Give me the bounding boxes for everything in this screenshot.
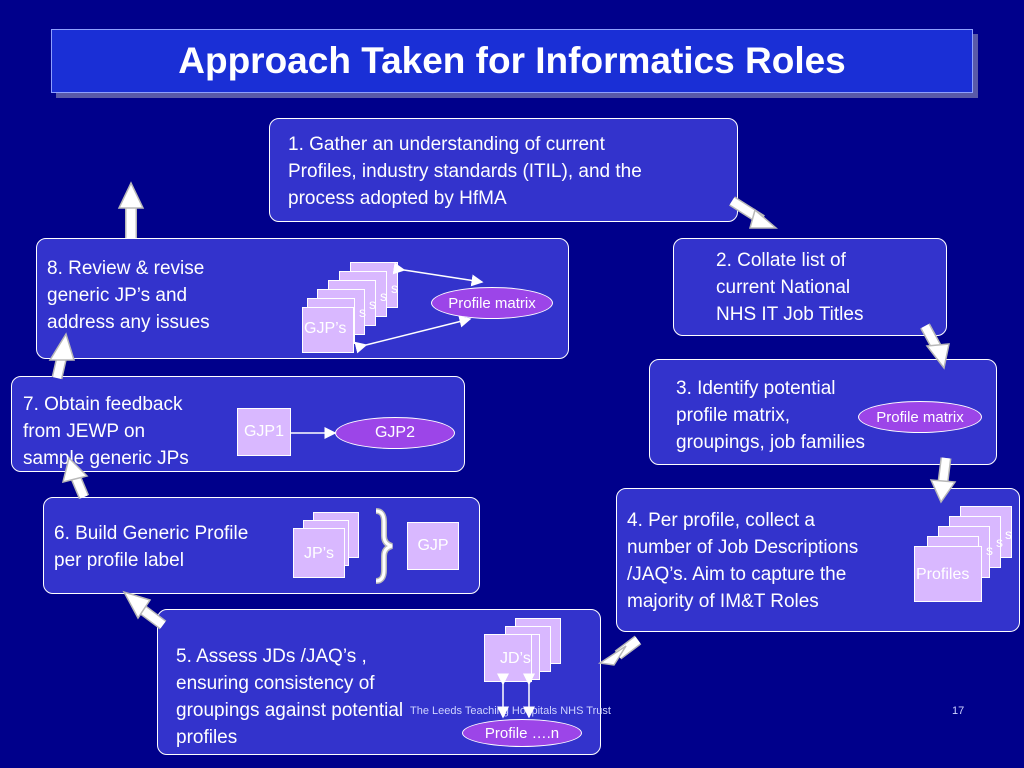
flow-arrow-1-to-2 bbox=[729, 196, 779, 229]
gjp1-box: GJP1 bbox=[237, 408, 291, 456]
jp-doc-front bbox=[293, 528, 345, 578]
gjp-doc-front bbox=[302, 307, 354, 353]
profile-n-pill: Profile ….n bbox=[462, 719, 582, 747]
profiles-label: Profiles bbox=[916, 566, 970, 583]
step-4-box: 4. Per profile, collect a number of Job … bbox=[616, 488, 1020, 632]
flow-arrow-5-to-6 bbox=[122, 590, 167, 630]
s-mark: s bbox=[369, 296, 376, 312]
page-title: Approach Taken for Informatics Roles bbox=[51, 29, 973, 93]
footer-page-number: 17 bbox=[952, 705, 965, 717]
gjp-box: GJP bbox=[407, 522, 459, 570]
profile-doc-front bbox=[914, 546, 982, 602]
connector-gjps-to-matrix-bottom bbox=[354, 315, 472, 354]
step-7-text: 7. Obtain feedback from JEWP on sample g… bbox=[23, 394, 189, 469]
profile-matrix-pill-step3: Profile matrix bbox=[858, 401, 982, 433]
gjps-label: GJP’s bbox=[304, 320, 347, 337]
step-2-text: 2. Collate list of current National NHS … bbox=[716, 250, 864, 325]
step-6-text: 6. Build Generic Profile per profile lab… bbox=[54, 523, 249, 571]
jps-label: JP’s bbox=[304, 545, 334, 562]
gjp2-pill: GJP2 bbox=[335, 417, 455, 449]
step-5-text: 5. Assess JDs /JAQ’s , ensuring consiste… bbox=[176, 646, 404, 748]
flow-arrow-7-to-8 bbox=[48, 332, 76, 380]
flow-arrow-2-to-3 bbox=[920, 323, 950, 370]
s-mark: s bbox=[391, 280, 398, 296]
jds-label: JD’s bbox=[500, 650, 531, 667]
flow-arrow-4-to-5 bbox=[597, 635, 642, 666]
brace-icon bbox=[375, 508, 393, 584]
footer-org: The Leeds Teaching Hospitals NHS Trust bbox=[410, 705, 611, 717]
step-1-box: 1. Gather an understanding of current Pr… bbox=[269, 118, 738, 222]
flow-arrow-3-to-4 bbox=[929, 457, 957, 504]
profile-matrix-pill-step8: Profile matrix bbox=[431, 287, 553, 319]
s-mark: s bbox=[380, 288, 387, 304]
s-mark: s bbox=[996, 534, 1003, 550]
step-3-text: 3. Identify potential profile matrix, gr… bbox=[676, 378, 866, 453]
flow-arrow-6-to-7 bbox=[61, 456, 90, 500]
s-mark: s bbox=[986, 542, 993, 558]
step-6-box: 6. Build Generic Profile per profile lab… bbox=[43, 497, 480, 594]
step-4-text: 4. Per profile, collect a number of Job … bbox=[627, 510, 859, 612]
flow-arrow-8-up bbox=[117, 181, 145, 238]
s-mark: s bbox=[359, 304, 366, 320]
s-mark: s bbox=[1005, 526, 1012, 542]
step-2-box: 2. Collate list of current National NHS … bbox=[673, 238, 947, 336]
step-1-text: 1. Gather an understanding of current Pr… bbox=[288, 134, 642, 209]
step-8-text: 8. Review & revise generic JP’s and addr… bbox=[47, 258, 210, 333]
connector-gjps-to-matrix-top bbox=[392, 262, 484, 287]
